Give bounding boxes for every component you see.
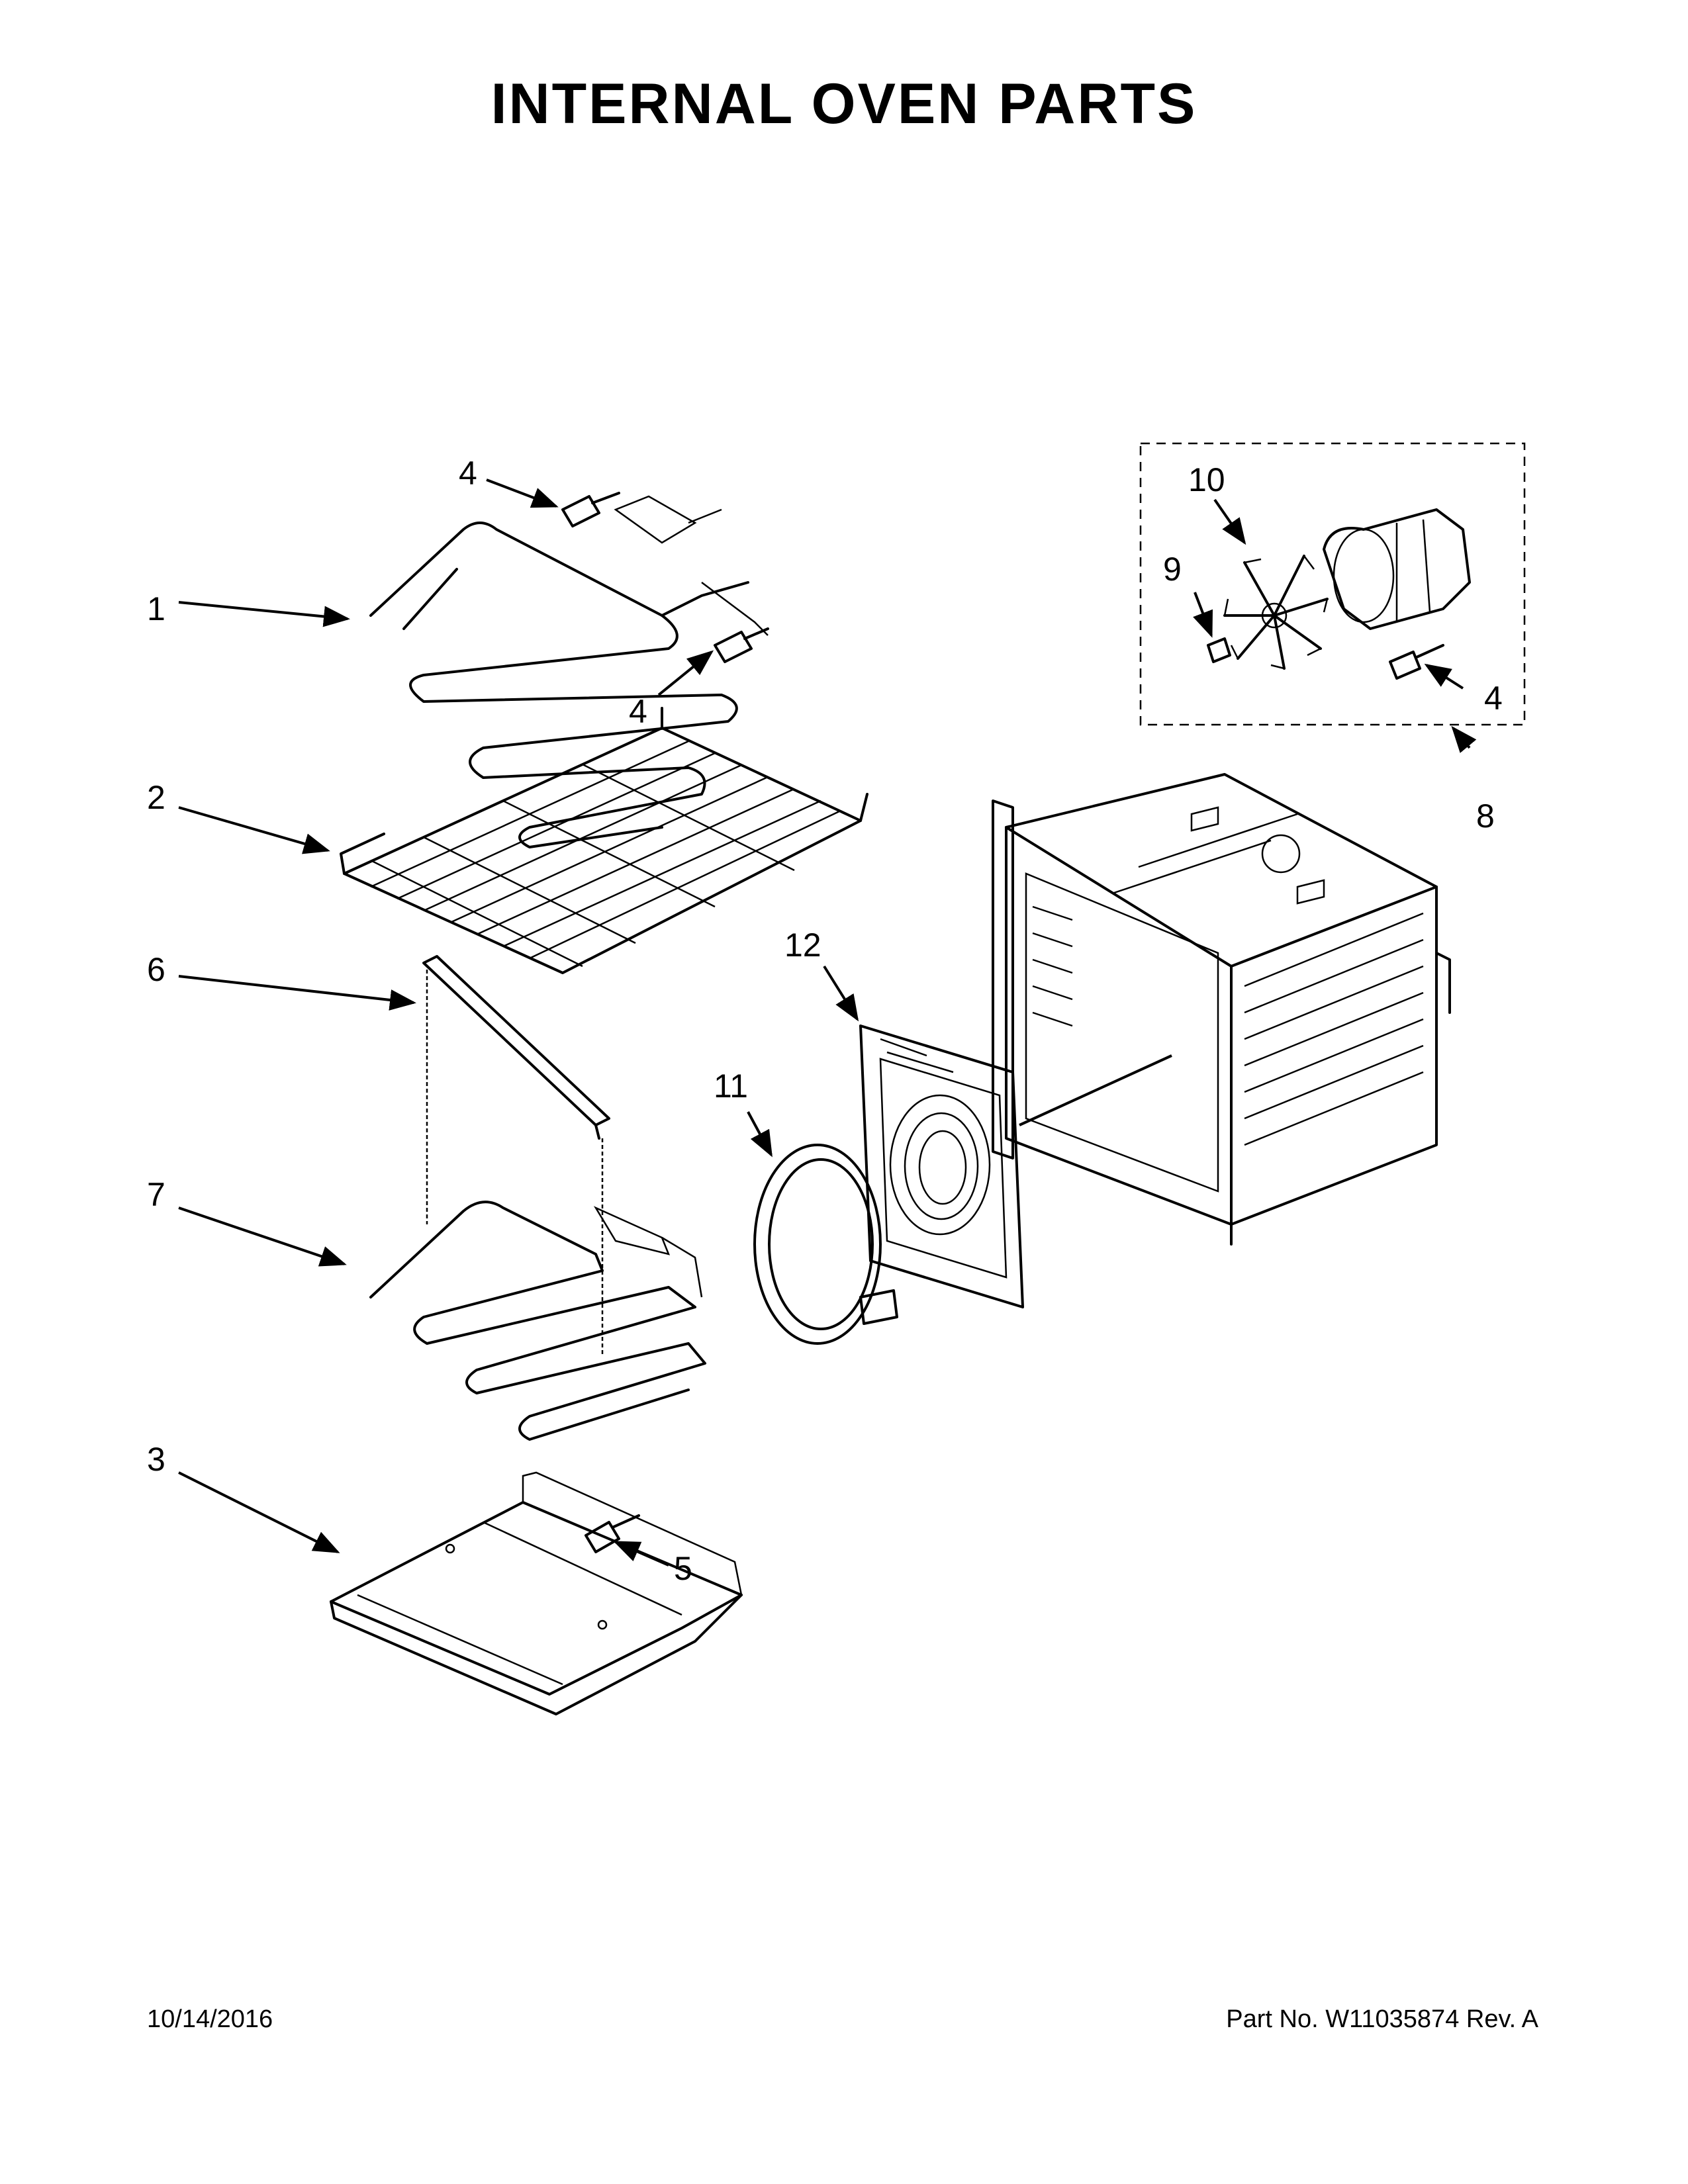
callout-4b: 4: [629, 693, 647, 730]
leader-arrows: [178, 478, 1477, 1567]
convection-fan-motor: [1323, 508, 1471, 630]
mounting-screw-5: [585, 1514, 640, 1553]
upper-heating-element: [369, 495, 769, 848]
fan-assembly-box: [1139, 442, 1526, 726]
mounting-screw-4b: [714, 627, 769, 663]
callout-8: 8: [1476, 797, 1495, 835]
element-bracket: [422, 955, 610, 1357]
mounting-screw-4a: [561, 492, 620, 527]
mounting-screw-4c: [1389, 644, 1444, 680]
callout-2: 2: [147, 779, 165, 816]
oven-bottom-panel: [330, 1471, 743, 1715]
callout-5: 5: [674, 1550, 692, 1587]
callout-9: 9: [1163, 551, 1182, 588]
callout-11: 11: [714, 1068, 748, 1105]
convection-element: [753, 1144, 898, 1345]
oven-rack: [340, 707, 868, 974]
callout-10: 10: [1188, 461, 1225, 498]
callout-7: 7: [147, 1176, 165, 1213]
convection-fan-blade: [1223, 555, 1329, 670]
fan-nut: [1207, 637, 1231, 663]
callout-4c: 4: [1484, 680, 1503, 717]
fan-cover: [859, 1024, 1024, 1308]
page-title: INTERNAL OVEN PARTS: [491, 72, 1197, 136]
footer-date: 10/14/2016: [147, 2005, 273, 2033]
lower-heating-element: [369, 1201, 706, 1441]
footer-part-number: Part No. W11035874 Rev. A: [1226, 2005, 1538, 2033]
callout-1: 1: [147, 590, 165, 627]
oven-cavity: [992, 773, 1451, 1246]
callout-12: 12: [784, 927, 821, 964]
callout-6: 6: [147, 951, 165, 988]
callout-4a: 4: [459, 455, 477, 492]
callout-3: 3: [147, 1441, 165, 1478]
